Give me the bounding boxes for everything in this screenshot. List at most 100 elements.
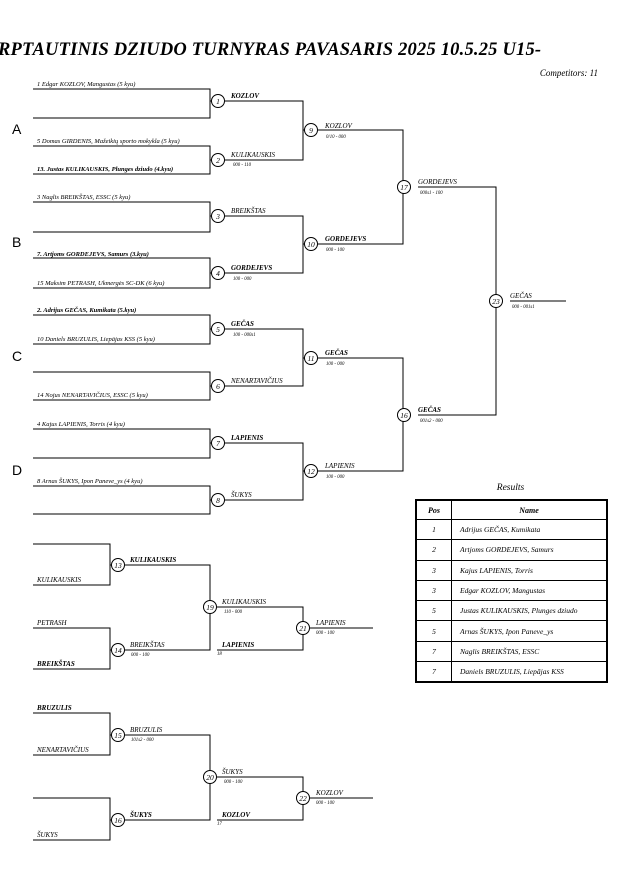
match-winner: KOZLOV [230,92,260,100]
entry-line [33,273,211,289]
svg-text:7: 7 [216,439,220,448]
entry-line [33,257,218,274]
r1-line [225,215,311,245]
entry-label: 14 Nojus NENARTAVIČIUS, ESSC (5 kyu) [37,391,148,399]
rep-line [125,564,211,608]
results-title: Results [496,483,525,493]
rep-winner: KULIKAUSKIS [221,598,266,606]
svg-text:21: 21 [299,624,307,633]
match-winner: BREIKŠTAS [231,207,266,215]
match-score: 001s2 - 000 [420,419,443,424]
svg-text:2: 2 [216,156,220,165]
svg-text:22: 22 [299,794,307,803]
match-winner: GEČAS [510,292,532,300]
rep-winner: ŠUKYS [222,768,243,776]
match-score: 000 - 001s1 [512,305,535,310]
match-score: 000 - 110 [233,163,252,168]
match-score: 0/10 - 000 [326,135,346,140]
match-node: 3 [211,209,225,223]
match-node: 15 [111,728,125,742]
rep-entry: KULIKAUSKIS [36,576,81,584]
match-node: 2 [211,153,225,167]
rep-entry: NENARTAVIČIUS [36,746,89,754]
match-winner: GORDEJEVS [325,235,366,243]
rep-winner: LAPIENIS [315,619,346,627]
match-winner: KULIKAUSKIS [230,151,275,159]
results-header-name: Name [451,501,606,520]
entry-line [33,201,218,217]
entry-line [33,101,211,119]
match-node: 5 [211,322,225,336]
entry-line [33,371,218,387]
svg-text:5: 5 [216,325,220,334]
entry-label: 10 Daniels BRUZULIS, Liepājas KSS (5 kyu… [37,336,155,343]
entry-label: 7. Artjoms GORDEJEVS, Samurs (3.kyu) [37,251,149,258]
match-node: 22 [296,791,310,805]
svg-text:9: 9 [309,126,313,135]
match-score: 100 - 000s1 [233,333,256,338]
rep-winner: ŠUKYS [130,811,152,819]
rep-score: 000 - 100 [316,801,335,806]
rep-line [33,543,118,566]
entry-label: 13. Justas KULIKAUSKIS, Plunges dziudo (… [37,166,173,173]
entry-label: 1 Edgar KOZLOV, Mangustas (5 kyu) [37,81,135,88]
rep-note: 17 [217,822,222,827]
entry-line [33,216,211,233]
match-score: 100 - 000 [233,277,252,282]
semi-line [418,301,497,416]
rep-winner: KULIKAUSKIS [129,556,176,564]
match-winner: GEČAS [231,320,254,328]
r1-line [225,442,311,472]
tournament-title: RPTAUTINIS DZIUDO TURNYRAS PAVASARIS 202… [0,40,542,60]
match-winner: NENARTAVIČIUS [230,377,283,385]
svg-text:12: 12 [307,467,315,476]
entry-label: 4 Kajus LAPIENIS, Torris (4 kyu) [37,421,125,428]
match-node: 16 [397,408,411,422]
svg-text:17: 17 [400,183,408,192]
rep-line [33,820,111,841]
entry-label: 8 Arnas ŠUKYS, Ipon Paneve_ys (4 kyu) [37,477,143,485]
svg-text:23: 23 [492,297,500,306]
rep-line [33,627,118,651]
entry-label: 5 Domas GIRDENIS, Mažeikių sporto mokykl… [37,138,180,145]
pool-label-d: D [12,462,23,478]
match-score: 000 - 100 [326,248,345,253]
match-score: 000s1 - 100 [420,191,443,196]
rep-score: 000 - 100 [131,653,150,658]
rep-line [217,628,304,651]
match-winner: GEČAS [418,406,441,414]
results-header-pos: Pos [417,501,452,520]
entry-line [33,145,218,161]
match-node: 20 [203,770,217,784]
rep-line [33,650,111,670]
rep-score: 000 - 100 [316,631,335,636]
svg-text:3: 3 [215,212,220,221]
entry-line [33,88,218,102]
r1-line [225,471,304,501]
svg-text:11: 11 [308,354,315,363]
entry-label: 3 Naglis BREIKŠTAS, ESSC (5 kyu) [36,193,130,201]
match-node: 6 [211,379,225,393]
svg-text:14: 14 [114,646,122,655]
rep-winner: BREIKŠTAS [130,641,165,649]
rep-line [125,777,211,821]
rep-line [33,797,118,821]
rep-entry: PETRASH [36,619,67,627]
match-node: 11 [304,351,318,365]
entry-line [33,428,218,444]
pool-label-a: A [12,121,22,137]
rep-score: 101s2 - 000 [131,738,154,743]
svg-text:19: 19 [206,603,214,612]
entry-label: 15 Maksim PETRASH, Ukmergės SC-DK (6 kyu… [37,280,164,287]
svg-text:8: 8 [216,496,220,505]
match-winner: LAPIENIS [324,462,355,470]
svg-text:20: 20 [206,773,214,782]
r1-line [225,244,304,274]
